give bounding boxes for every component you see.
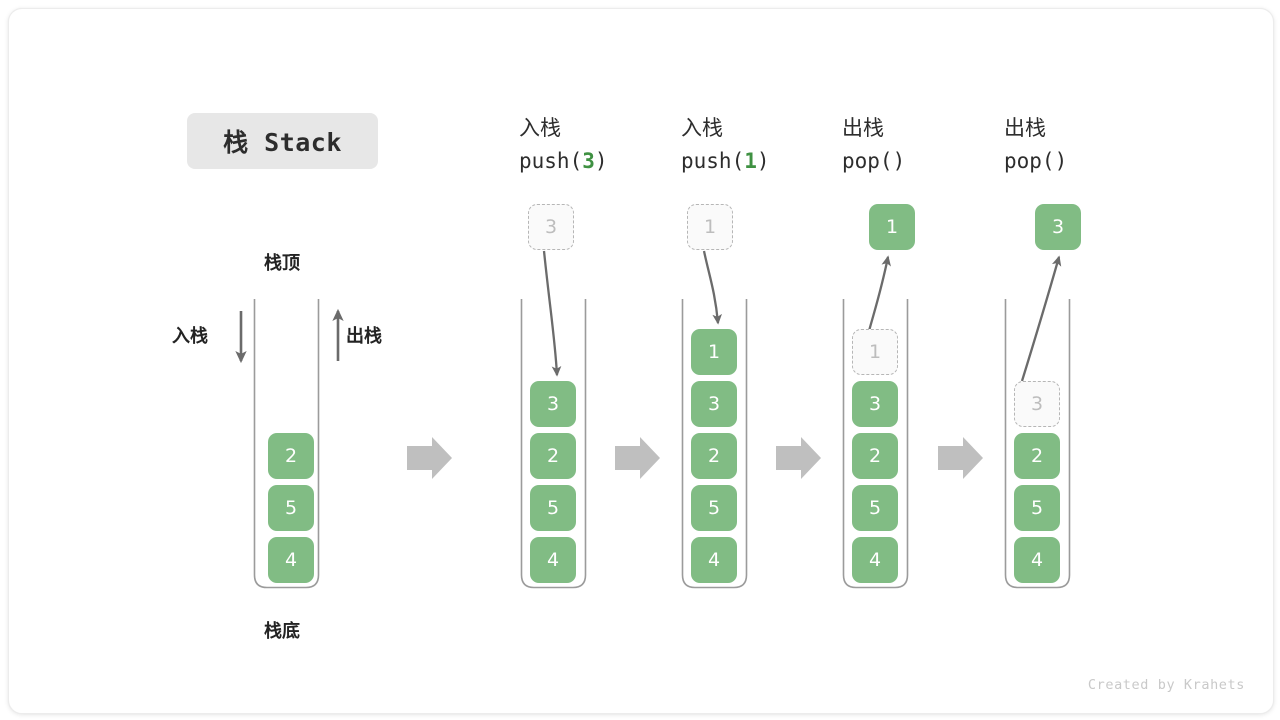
step-heading-pop-1: 出栈 pop(): [842, 112, 905, 178]
step-arrow-3: [776, 437, 821, 479]
step-code-prefix-push-1: push(: [681, 149, 745, 173]
stack-cell: 4: [852, 537, 898, 583]
step-code-suffix-push-1: ): [756, 149, 770, 173]
stack-cell: 2: [1014, 433, 1060, 479]
step-code-prefix-pop-3: pop(: [1004, 149, 1055, 173]
push-direction-label: 入栈: [172, 326, 208, 347]
step-code-arg-push-3: 3: [582, 149, 595, 173]
stack-bottom-label: 栈底: [264, 621, 300, 642]
stack-top-label: 栈顶: [264, 253, 300, 274]
popped-ghost-cell-1: 1: [852, 329, 898, 375]
stack-cell: 2: [268, 433, 314, 479]
stack-cell: 5: [691, 485, 737, 531]
stack-cell: 4: [268, 537, 314, 583]
step-code-suffix-pop-1: ): [892, 149, 906, 173]
step-heading-cn-pop-1: 出栈: [842, 116, 884, 140]
step-code-prefix-push-3: push(: [519, 149, 583, 173]
push-3-motion-arrow: [542, 250, 562, 377]
stack-cell: 2: [852, 433, 898, 479]
popped-ghost-cell-3: 3: [1014, 381, 1060, 427]
step-heading-cn-push-1: 入栈: [681, 116, 723, 140]
step-code-suffix-push-3: ): [594, 149, 608, 173]
stack-cell: 4: [691, 537, 737, 583]
step-heading-cn-push-3: 入栈: [519, 116, 561, 140]
stack-cell: 3: [530, 381, 576, 427]
stack-cell: 3: [852, 381, 898, 427]
detached-cell-push-1: 1: [687, 204, 733, 250]
step-code-suffix-pop-3: ): [1054, 149, 1068, 173]
stack-cell: 5: [1014, 485, 1060, 531]
stack-cell: 1: [691, 329, 737, 375]
detached-cell-pop-3: 3: [1035, 204, 1081, 250]
stack-cell: 4: [530, 537, 576, 583]
stack-cell: 4: [1014, 537, 1060, 583]
step-heading-push-1: 入栈 push(1): [681, 112, 770, 178]
stack-cell: 5: [852, 485, 898, 531]
step-heading-cn-pop-3: 出栈: [1004, 116, 1046, 140]
stack-cell: 5: [530, 485, 576, 531]
pop-direction-label: 出栈: [346, 326, 382, 347]
stack-cell: 3: [691, 381, 737, 427]
step-heading-push-3: 入栈 push(3): [519, 112, 608, 178]
step-arrow-4: [938, 437, 983, 479]
diagram-title-chip: 栈 Stack: [187, 113, 378, 169]
stack-cell: 2: [530, 433, 576, 479]
pop-1-motion-arrow: [867, 255, 891, 332]
push-1-motion-arrow: [702, 250, 722, 325]
pop-3-motion-arrow: [1020, 255, 1062, 382]
stack-cell: 2: [691, 433, 737, 479]
detached-cell-push-3: 3: [528, 204, 574, 250]
step-code-arg-push-1: 1: [744, 149, 757, 173]
step-heading-pop-3: 出栈 pop(): [1004, 112, 1067, 178]
footer-credit: Created by Krahets: [1087, 677, 1245, 693]
stack-cell: 5: [268, 485, 314, 531]
diagram-canvas: 栈 Stack: [9, 9, 1273, 713]
step-arrow-2: [615, 437, 660, 479]
step-arrow-1: [407, 437, 452, 479]
step-code-prefix-pop-1: pop(: [842, 149, 893, 173]
diagram-card: 栈 Stack: [8, 8, 1274, 714]
detached-cell-pop-1: 1: [869, 204, 915, 250]
